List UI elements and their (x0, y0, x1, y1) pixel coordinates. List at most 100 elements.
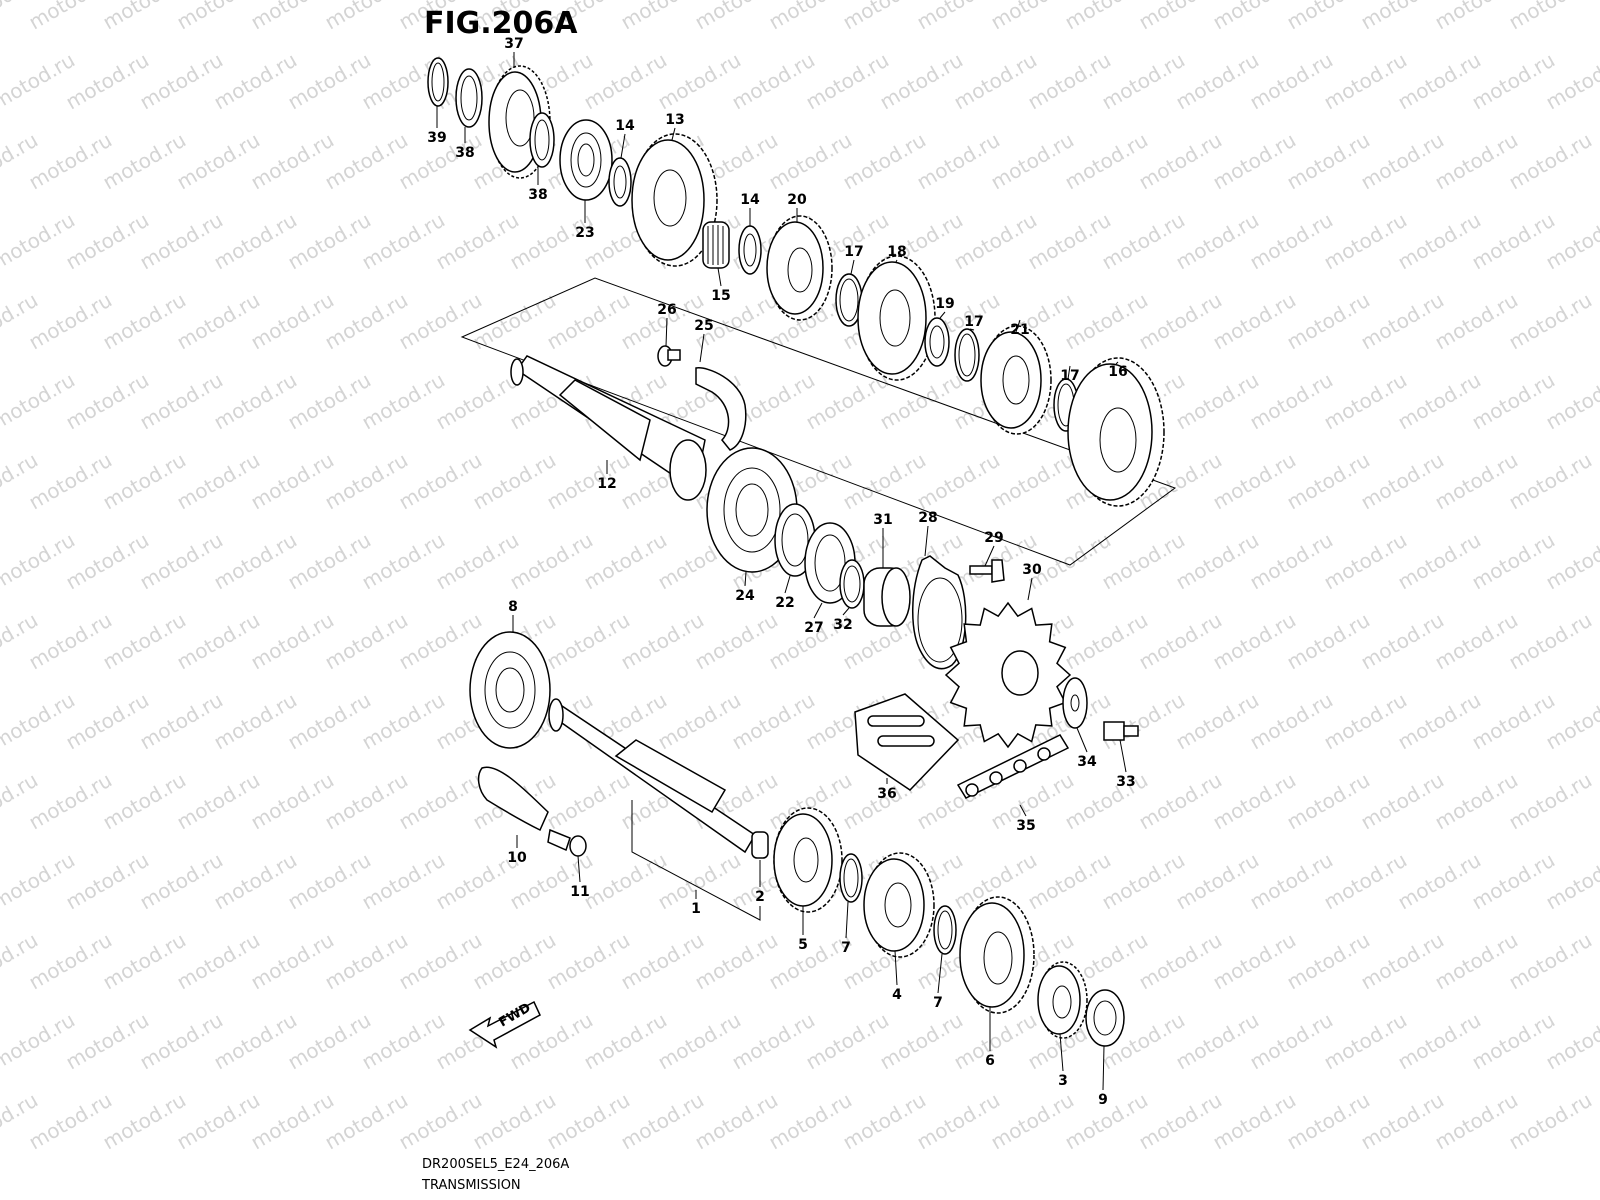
watermark-text: motod.ru (1505, 0, 1596, 34)
callout-27: 27 (804, 620, 823, 636)
leader-17b (969, 328, 975, 331)
watermark-text: motod.ru (284, 368, 375, 435)
watermark-text: motod.ru (284, 528, 375, 595)
watermark-text: motod.ru (1209, 128, 1300, 195)
o-ring-32 (839, 559, 865, 609)
watermark-text: motod.ru (876, 48, 967, 115)
watermark-text: motod.ru (1320, 1008, 1411, 1075)
watermark-text: motod.ru (247, 448, 338, 515)
watermark-text: motod.ru (284, 208, 375, 275)
countershaft-12 (510, 355, 707, 501)
callout-17c: 17 (1060, 368, 1079, 384)
callout-30: 30 (1022, 562, 1042, 578)
watermark-text: motod.ru (1024, 48, 1115, 115)
watermark-text: motod.ru (173, 1088, 264, 1155)
callout-34: 34 (1077, 754, 1097, 770)
watermark-text: motod.ru (839, 448, 930, 515)
watermark-text: motod.ru (469, 448, 560, 515)
watermark-text: motod.ru (1394, 848, 1485, 915)
watermark-text: motod.ru (728, 688, 819, 755)
section-name: TRANSMISSION (422, 1178, 521, 1193)
watermark-text: motod.ru (321, 128, 412, 195)
watermark-text: motod.ru (765, 128, 856, 195)
callout-13: 13 (665, 112, 684, 128)
washer-34 (1062, 677, 1088, 729)
gear-5 (773, 807, 843, 913)
watermark-text: motod.ru (210, 528, 301, 595)
watermark-text: motod.ru (1024, 528, 1115, 595)
watermark-text: motod.ru (247, 768, 338, 835)
watermark-text: motod.ru (1283, 288, 1374, 355)
bearing-23 (559, 119, 613, 201)
callout-7a: 7 (841, 940, 851, 956)
watermark-text: motod.ru (1394, 48, 1485, 115)
leader-17c (1067, 365, 1071, 380)
callout-3: 3 (1058, 1073, 1068, 1089)
leader-29 (984, 545, 995, 567)
watermark-text: motod.ru (950, 208, 1041, 275)
watermark-text: motod.ru (1431, 608, 1522, 675)
watermark-text: motod.ru (136, 368, 227, 435)
callout-24: 24 (735, 588, 755, 604)
watermark-text: motod.ru (25, 448, 116, 515)
watermark-text: motod.ru (432, 368, 523, 435)
watermark-text: motod.ru (321, 608, 412, 675)
watermark-text: motod.ru (99, 1088, 190, 1155)
watermark-text: motod.ru (173, 128, 264, 195)
leader-7a (845, 901, 849, 939)
watermark-text: motod.ru (1246, 1008, 1337, 1075)
callout-26: 26 (657, 302, 676, 318)
watermark-text: motod.ru (62, 528, 153, 595)
watermark-text: motod.ru (1209, 928, 1300, 995)
circlip-7-b (933, 905, 957, 955)
watermark-text: motod.ru (99, 448, 190, 515)
watermark-text: motod.ru (580, 848, 671, 915)
watermark-text: motod.ru (432, 208, 523, 275)
watermark-text: motod.ru (62, 208, 153, 275)
watermark-text: motod.ru (358, 1008, 449, 1075)
circlip-7-a (839, 853, 863, 903)
bolt-33 (1103, 721, 1139, 741)
circlip-17-b (954, 328, 980, 382)
watermark-text: motod.ru (1209, 768, 1300, 835)
watermark-text: motod.ru (1209, 448, 1300, 515)
watermark-text: motod.ru (506, 528, 597, 595)
callout-38b: 38 (528, 187, 547, 203)
mainshaft-group-bracket (631, 800, 761, 921)
gear-3 (1037, 961, 1088, 1039)
watermark-text: motod.ru (691, 1088, 782, 1155)
callout-5: 5 (798, 937, 808, 953)
leader-3 (1059, 1033, 1064, 1072)
watermark-text: motod.ru (25, 768, 116, 835)
watermark-text: motod.ru (1135, 288, 1226, 355)
watermark-text: motod.ru (25, 128, 116, 195)
watermark-text: motod.ru (1098, 528, 1189, 595)
watermark-text: motod.ru (617, 608, 708, 675)
watermark-text: motod.ru (1320, 688, 1411, 755)
watermark-text: motod.ru (950, 48, 1041, 115)
gear-13 (631, 133, 718, 267)
watermark-text: motod.ru (543, 768, 634, 835)
callout-7b: 7 (933, 995, 943, 1011)
watermark-text: motod.ru (1098, 848, 1189, 915)
watermark-text: motod.ru (1505, 768, 1596, 835)
watermark-text: motod.ru (1283, 128, 1374, 195)
gear-20 (766, 215, 833, 321)
watermark-text: motod.ru (580, 528, 671, 595)
watermark-text: motod.ru (247, 1088, 338, 1155)
watermark-text: motod.ru (1320, 208, 1411, 275)
watermark-text: motod.ru (173, 448, 264, 515)
watermark-text: motod.ru (284, 1008, 375, 1075)
watermark-text: motod.ru (543, 448, 634, 515)
watermark-text: motod.ru (395, 288, 486, 355)
watermark-text: motod.ru (1468, 48, 1559, 115)
watermark-text: motod.ru (247, 928, 338, 995)
leader-4 (894, 950, 898, 986)
watermark-text: motod.ru (617, 928, 708, 995)
watermark-text: motod.ru (1357, 448, 1448, 515)
leader-28 (924, 525, 929, 557)
watermark-text: motod.ru (1431, 928, 1522, 995)
leader-35 (1019, 804, 1027, 817)
watermark-text: motod.ru (691, 608, 782, 675)
